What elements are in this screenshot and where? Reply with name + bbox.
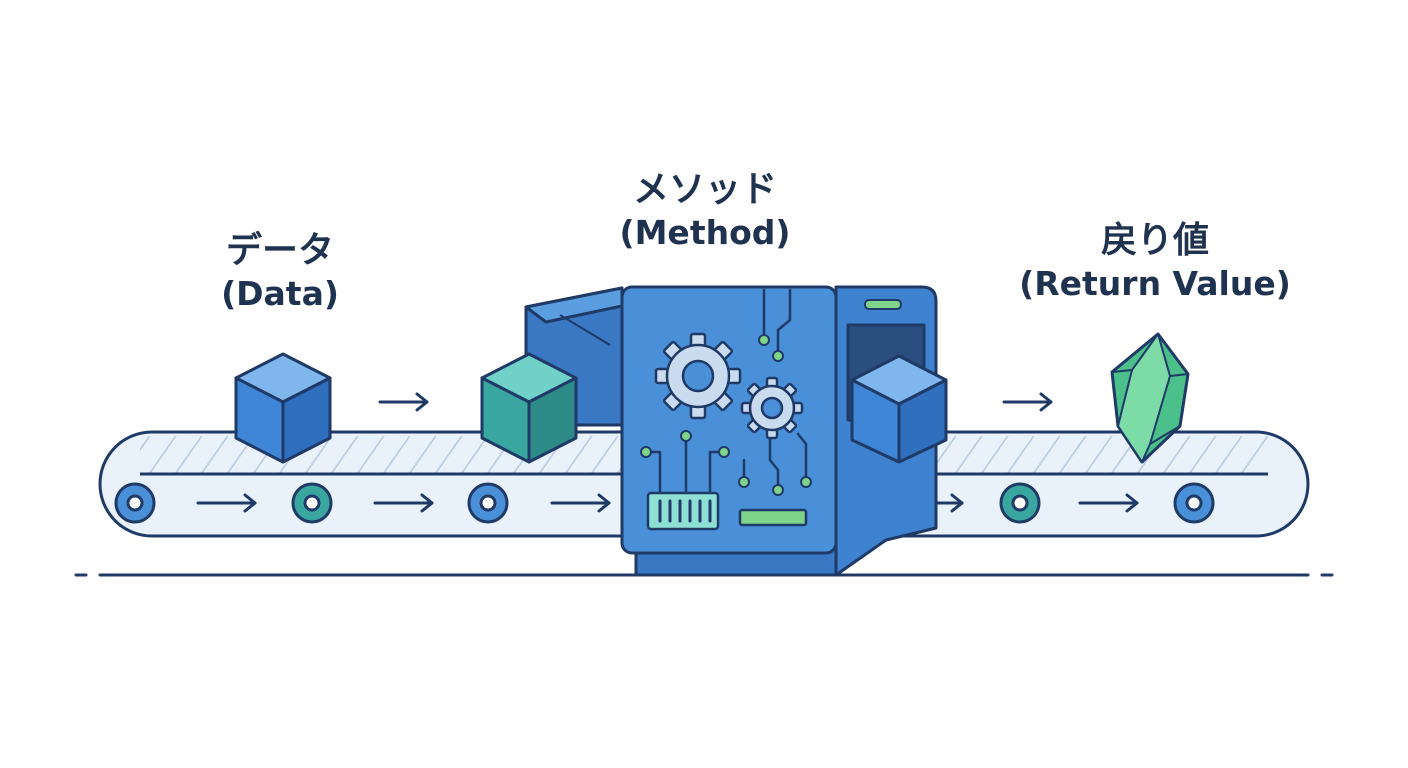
cube-icon	[236, 354, 330, 462]
roller	[116, 484, 154, 522]
data-label-en: (Data)	[175, 273, 385, 314]
roller	[1001, 484, 1039, 522]
status-bar	[740, 510, 806, 525]
data-label: データ (Data)	[175, 228, 385, 314]
method-label-jp: メソッド	[580, 167, 830, 212]
arrow-icon	[380, 394, 427, 410]
arrow-icon	[1004, 394, 1051, 410]
return-value-label: 戻り値 (Return Value)	[980, 218, 1330, 304]
cube-icon	[482, 354, 576, 462]
gear-icon	[656, 334, 740, 418]
method-label: メソッド (Method)	[580, 167, 830, 253]
method-label-en: (Method)	[580, 212, 830, 253]
roller	[469, 484, 507, 522]
chip-icon	[648, 493, 718, 529]
gear-icon	[742, 378, 802, 438]
cube-icon	[852, 356, 946, 462]
method-machine	[622, 287, 836, 575]
data-label-jp: データ	[175, 228, 385, 273]
return-value-label-jp: 戻り値	[980, 218, 1330, 263]
roller	[293, 484, 331, 522]
return-value-label-en: (Return Value)	[980, 263, 1330, 304]
roller	[1175, 484, 1213, 522]
